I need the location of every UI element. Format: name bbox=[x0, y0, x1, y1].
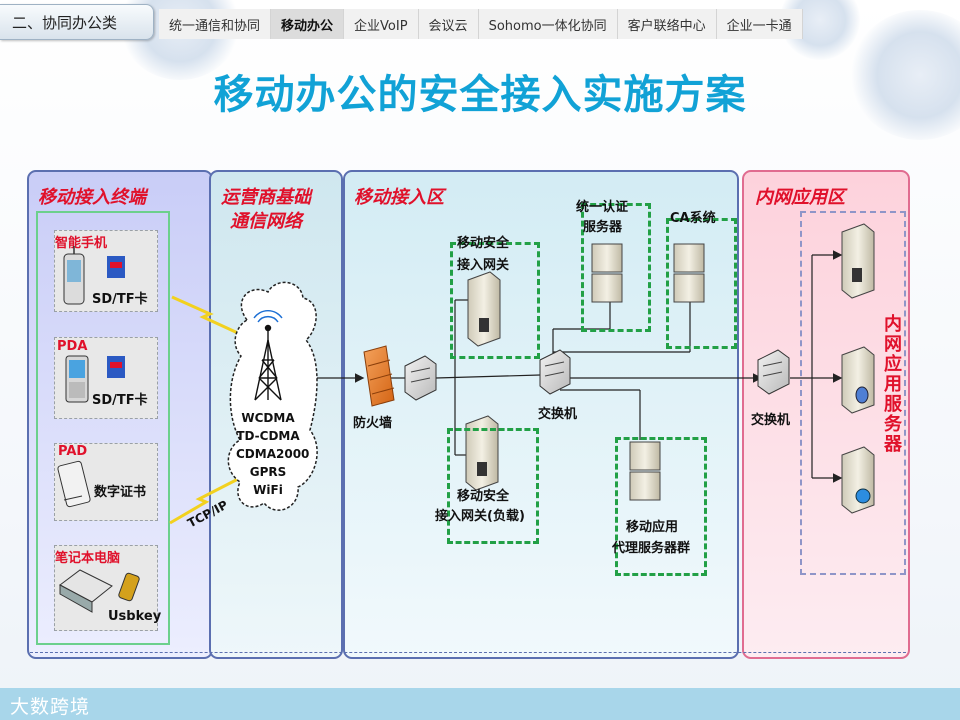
auth-server-label-line1: 统一认证 bbox=[576, 200, 629, 215]
zone-bottom-divider bbox=[30, 652, 906, 653]
gateway-lb-label-line1: 移动安全 bbox=[457, 489, 510, 504]
server-rack-icon-proxy bbox=[629, 441, 661, 501]
proxy-label-line1: 移动应用 bbox=[626, 520, 679, 535]
server-icon-intranet-1 bbox=[841, 223, 875, 299]
tab-enterprise-card[interactable]: 企业一卡通 bbox=[716, 9, 803, 39]
nav-tabs: 统一通信和协同 移动办公 企业VoIP 会议云 Sohomo一体化协同 客户联络… bbox=[159, 9, 803, 39]
smartphone-icon bbox=[63, 246, 85, 305]
tab-enterprise-voip[interactable]: 企业VoIP bbox=[344, 9, 419, 39]
terminal-group-frame bbox=[36, 211, 170, 645]
device-accessory-pad: 数字证书 bbox=[94, 485, 147, 500]
server-rack-icon-ca bbox=[673, 243, 705, 303]
zone-carrier-title-line2: 通信网络 bbox=[230, 211, 302, 232]
firewall-label: 防火墙 bbox=[353, 416, 393, 431]
sd-card-icon-pda bbox=[107, 356, 125, 378]
device-accessory-laptop: Usbkey bbox=[108, 609, 162, 624]
flower-decoration-right bbox=[850, 10, 960, 140]
tab-sohomo[interactable]: Sohomo一体化协同 bbox=[478, 9, 618, 39]
group-gateway bbox=[450, 242, 540, 359]
tab-mobile-office[interactable]: 移动办公 bbox=[271, 9, 345, 39]
usbkey-icon bbox=[118, 572, 140, 602]
gateway-label-line2: 接入网关 bbox=[457, 258, 510, 273]
device-label-pad: PAD bbox=[58, 444, 88, 459]
zone-intranet-title: 内网应用区 bbox=[755, 187, 845, 208]
server-icon-intranet-2 bbox=[841, 346, 875, 414]
proxy-label-line2: 代理服务器群 bbox=[612, 541, 691, 556]
access-switch-label: 交换机 bbox=[538, 407, 578, 422]
intranet-switch-label: 交换机 bbox=[751, 413, 791, 428]
device-label-laptop: 笔记本电脑 bbox=[55, 551, 121, 566]
pda-icon bbox=[65, 355, 89, 403]
server-rack-icon-auth bbox=[591, 243, 623, 303]
zone-terminal-title: 移动接入终端 bbox=[38, 187, 146, 208]
server-icon-gateway-lb bbox=[465, 415, 499, 491]
network-gprs: GPRS bbox=[249, 465, 287, 479]
cloud-icon bbox=[227, 281, 318, 511]
sd-card-icon bbox=[107, 256, 125, 278]
network-wifi: WiFi bbox=[253, 483, 283, 497]
brand-logo: 大数跨境 bbox=[10, 696, 91, 718]
device-label-pda: PDA bbox=[57, 339, 88, 354]
tab-conference-cloud[interactable]: 会议云 bbox=[418, 9, 479, 39]
pad-icon bbox=[57, 460, 91, 508]
gateway-lb-label-line2: 接入网关(负载) bbox=[435, 509, 525, 524]
server-icon-intranet-3 bbox=[841, 446, 875, 514]
switch-icon-access-left bbox=[404, 355, 437, 401]
group-ca bbox=[666, 218, 737, 349]
tab-unified-communication[interactable]: 统一通信和协同 bbox=[159, 9, 272, 39]
tab-contact-center[interactable]: 客户联络中心 bbox=[617, 9, 717, 39]
laptop-icon bbox=[59, 569, 113, 613]
firewall-icon bbox=[363, 345, 395, 407]
wireless-link-upper bbox=[171, 295, 241, 336]
zone-carrier-title-line1: 运营商基础 bbox=[221, 187, 311, 208]
intranet-server-frame bbox=[800, 211, 906, 575]
network-wcdma: WCDMA bbox=[241, 411, 295, 425]
network-td-cdma: TD-CDMA bbox=[236, 429, 300, 443]
device-label-smartphone: 智能手机 bbox=[55, 236, 108, 251]
gateway-label-line1: 移动安全 bbox=[457, 236, 510, 251]
server-icon-gateway bbox=[467, 271, 501, 347]
auth-server-label-line2: 服务器 bbox=[583, 220, 623, 235]
intranet-servers-label: 内网应用服务器 bbox=[884, 314, 902, 455]
zone-access-title: 移动接入区 bbox=[354, 187, 444, 208]
zone-intranet bbox=[742, 170, 910, 659]
carrier-network-list: WCDMA TD-CDMA CDMA2000 GPRS WiFi bbox=[236, 409, 310, 499]
footer-bar bbox=[0, 688, 960, 720]
nav-category[interactable]: 二、协同办公类 bbox=[0, 4, 154, 40]
cell-tower-icon bbox=[253, 309, 283, 401]
ca-system-label: CA系统 bbox=[670, 211, 716, 226]
switch-icon-access-core bbox=[539, 349, 571, 395]
group-gateway-lb bbox=[447, 428, 539, 544]
wireless-link-lower bbox=[169, 476, 241, 525]
group-proxy bbox=[615, 437, 707, 576]
switch-icon-intranet bbox=[757, 349, 790, 395]
page-title: 移动办公的安全接入实施方案 bbox=[213, 72, 747, 118]
zone-access bbox=[343, 170, 739, 659]
network-cdma2000: CDMA2000 bbox=[236, 447, 310, 461]
device-accessory-pda: SD/TF卡 bbox=[92, 393, 148, 408]
device-accessory-smartphone: SD/TF卡 bbox=[92, 292, 148, 307]
group-auth bbox=[581, 203, 651, 332]
